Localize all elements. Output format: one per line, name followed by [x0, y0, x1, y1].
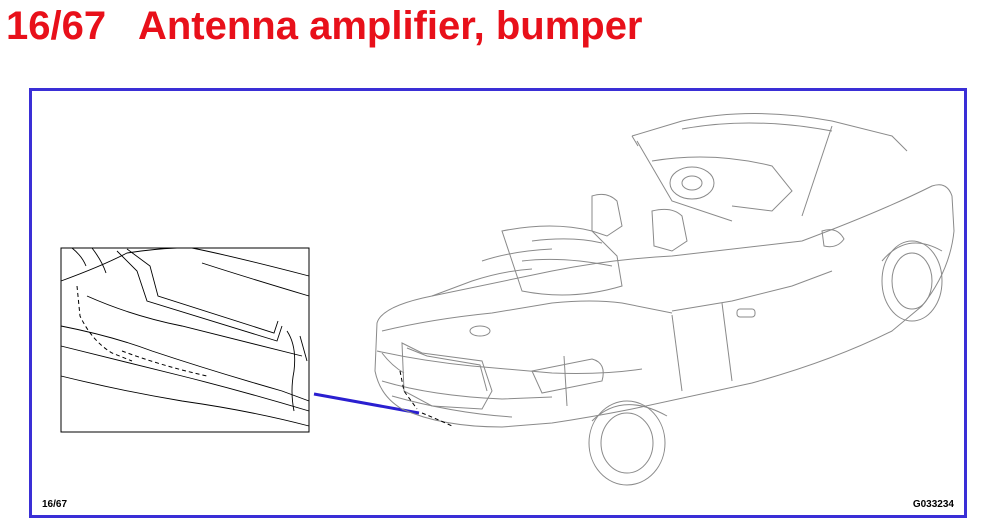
section-title: Antenna amplifier, bumper [137, 4, 643, 48]
car-body [374, 113, 955, 486]
leader-line [313, 392, 420, 415]
amplifier-cable [421, 412, 453, 427]
car-illustration [60, 113, 955, 486]
amplifier-location [399, 370, 418, 410]
page-label: 16/67 [42, 499, 68, 510]
figure-id: G033234 [912, 499, 954, 510]
section-number: 16/67 [6, 4, 107, 48]
detail-inset [60, 247, 310, 433]
figure-frame: 16/67 G033234 [29, 88, 967, 518]
page-title: 16/67 Antenna amplifier, bumper [6, 2, 643, 50]
